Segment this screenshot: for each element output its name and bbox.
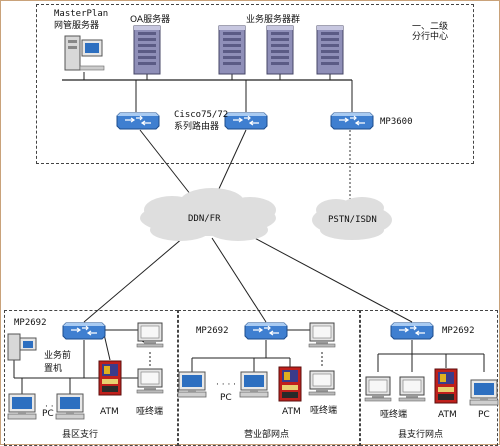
county-pc-1-icon bbox=[7, 393, 37, 420]
business-atm-icon bbox=[278, 366, 302, 402]
cisco-router-label-line1: Cisco75/72 bbox=[174, 110, 229, 120]
county-terminal-label: 哑终端 bbox=[136, 407, 164, 417]
frontend-label-line2: 置机 bbox=[44, 364, 63, 374]
pstn-isdn-cloud bbox=[312, 197, 392, 240]
county-terminal-2-icon bbox=[136, 368, 164, 394]
nms-server-icon bbox=[64, 35, 105, 71]
pstn-isdn-label: PSTN/ISDN bbox=[328, 215, 377, 225]
business-pc-2-icon bbox=[239, 371, 269, 398]
county-branch-caption: 县区支行 bbox=[62, 430, 99, 440]
business-atm-label: ATM bbox=[282, 407, 301, 417]
hq-router-1-icon bbox=[116, 112, 160, 130]
business-server-3-icon bbox=[316, 25, 344, 75]
outlet-atm-icon bbox=[434, 368, 458, 404]
cisco-router-label-line2: 系列路由器 bbox=[174, 122, 220, 132]
frontend-server-icon bbox=[7, 333, 37, 361]
hq-router-2-icon bbox=[224, 112, 268, 130]
hq-zone bbox=[36, 4, 474, 164]
county-mp2692-router-icon bbox=[62, 322, 106, 340]
mp3600-label: MP3600 bbox=[380, 117, 413, 127]
oa-server-label: OA服务器 bbox=[130, 15, 171, 25]
county-atm-label: ATM bbox=[100, 407, 119, 417]
mp3600-router-icon bbox=[330, 112, 374, 130]
hq-region-label: 一、二级 分行中心 bbox=[412, 22, 449, 42]
nms-label-line1: MasterPlan bbox=[54, 9, 109, 19]
business-mp2692-router-icon bbox=[244, 322, 288, 340]
outlet-pc-label: PC bbox=[478, 410, 490, 420]
business-terminal-1-icon bbox=[308, 322, 336, 348]
business-cluster-label: 业务服务器群 bbox=[246, 15, 301, 25]
county-outlet-caption: 县支行网点 bbox=[398, 430, 444, 440]
business-terminal-label: 哑终端 bbox=[310, 406, 338, 416]
frontend-label-line1: 业务前 bbox=[44, 351, 72, 361]
county-pc-2-icon bbox=[55, 393, 85, 420]
outlet-pc-icon bbox=[469, 379, 499, 406]
business-dept-caption: 营业部网点 bbox=[244, 430, 290, 440]
business-pc-label: PC bbox=[220, 393, 232, 403]
business-router-label: MP2692 bbox=[196, 326, 229, 336]
outlet-terminal-2-icon bbox=[398, 376, 426, 402]
nms-label-line2: 网管服务器 bbox=[54, 21, 100, 31]
business-server-2-icon bbox=[266, 25, 294, 75]
county-atm-icon bbox=[98, 360, 122, 396]
outlet-atm-label: ATM bbox=[438, 410, 457, 420]
ddn-fr-cloud bbox=[140, 188, 276, 241]
county-terminal-1-icon bbox=[136, 322, 164, 348]
county-router-label: MP2692 bbox=[14, 318, 47, 328]
ddn-fr-label: DDN/FR bbox=[188, 214, 221, 224]
business-server-1-icon bbox=[218, 25, 246, 75]
outlet-terminal-1-icon bbox=[364, 376, 392, 402]
business-pc-1-icon bbox=[177, 371, 207, 398]
county-pc-label: PC bbox=[42, 409, 54, 419]
outlet-router-label: MP2692 bbox=[442, 326, 475, 336]
business-terminal-2-icon bbox=[308, 370, 336, 396]
svg-text:· · · ·: · · · · bbox=[45, 402, 65, 412]
svg-text:· · · ·: · · · · bbox=[216, 380, 236, 390]
outlet-terminal-label: 哑终端 bbox=[380, 410, 408, 420]
oa-server-icon bbox=[133, 25, 161, 75]
outlet-mp2692-router-icon bbox=[390, 322, 434, 340]
